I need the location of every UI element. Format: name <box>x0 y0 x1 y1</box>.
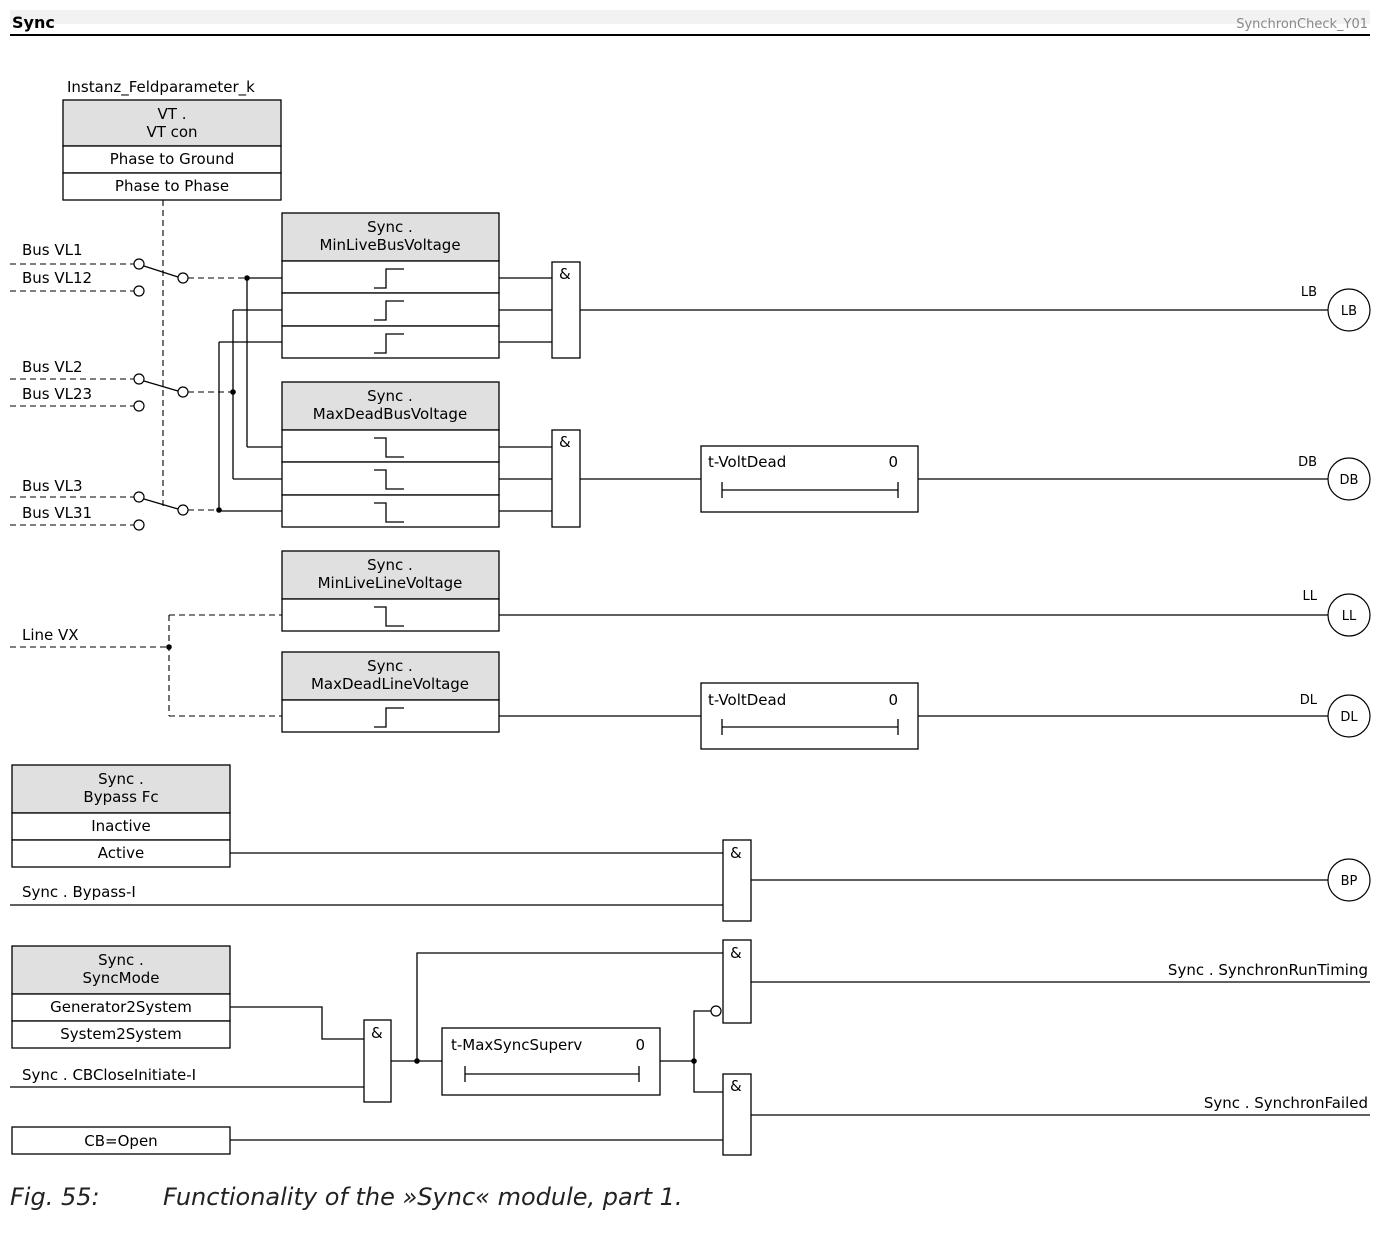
maxdeadbus-block: Sync . MaxDeadBusVoltage <box>281 381 500 528</box>
output-synchron-failed: Sync . SynchronFailed <box>1204 1094 1368 1112</box>
rising-threshold-icon <box>374 300 404 321</box>
vt-option-phase-phase: Phase to Phase <box>115 177 229 195</box>
minliveline-block: Sync . MinLiveLineVoltage <box>281 550 500 632</box>
output-dl: DL <box>1327 694 1371 738</box>
vt-option-phase-ground: Phase to Ground <box>110 150 235 168</box>
cb-open-block: CB=Open <box>11 1126 231 1155</box>
switch-2 <box>10 373 233 412</box>
falling-threshold-icon <box>374 469 404 490</box>
input-line-vx: Line VX <box>22 626 79 644</box>
vt-instance-label: Instanz_Feldparameter_k <box>67 78 255 97</box>
minliveline-title-2: MinLiveLineVoltage <box>318 574 463 592</box>
switch-1 <box>10 258 247 297</box>
falling-threshold-icon <box>374 502 404 523</box>
minlivebus-title-1: Sync . <box>367 218 413 236</box>
input-bus-vl2: Bus VL2 <box>22 358 83 376</box>
and-gate-bp: & <box>722 839 752 922</box>
syncmode-block: Sync . SyncMode Generator2System System2… <box>11 945 231 1049</box>
bus-voltage-wires <box>216 275 282 513</box>
output-bp: BP <box>1327 858 1371 902</box>
svg-text:t-VoltDead: t-VoltDead <box>708 453 786 471</box>
svg-text:0: 0 <box>635 1036 645 1054</box>
and-gate-lb: & <box>551 261 581 359</box>
svg-text:CB=Open: CB=Open <box>84 1132 157 1150</box>
vt-title-1: VT . <box>158 105 187 123</box>
svg-text:LL: LL <box>1342 609 1357 624</box>
minlivebus-title-2: MinLiveBusVoltage <box>319 236 460 254</box>
syncmode-title-2: SyncMode <box>82 969 159 987</box>
svg-text:0: 0 <box>888 691 898 709</box>
bypass-title-2: Bypass Fc <box>83 788 158 806</box>
figure-number: Fig. 55: <box>10 1183 100 1211</box>
header-code: SynchronCheck_Y01 <box>1236 17 1368 32</box>
syncmode-option-gen2sys: Generator2System <box>50 998 192 1016</box>
input-bus-vl31: Bus VL31 <box>22 504 92 522</box>
and-gate-runtiming: & <box>722 939 752 1024</box>
svg-text:0: 0 <box>888 453 898 471</box>
rising-threshold-icon <box>374 333 404 354</box>
syncmode-option-sys2sys: System2System <box>60 1025 181 1043</box>
rising-threshold-icon <box>374 268 404 289</box>
input-bus-vl1: Bus VL1 <box>22 241 83 259</box>
maxdeadline-block: Sync . MaxDeadLineVoltage <box>281 651 500 733</box>
output-synchron-run-timing: Sync . SynchronRunTiming <box>1168 961 1368 979</box>
vt-con-block: VT . VT con Phase to Ground Phase to Pha… <box>62 99 282 201</box>
maxdeadbus-title-2: MaxDeadBusVoltage <box>313 405 467 423</box>
rising-threshold-icon <box>374 707 404 728</box>
output-lb: LB <box>1327 288 1371 332</box>
input-bus-vl12: Bus VL12 <box>22 269 92 287</box>
svg-text:&: & <box>559 433 571 451</box>
output-ll: LL <box>1327 593 1371 637</box>
maxdeadbus-title-1: Sync . <box>367 387 413 405</box>
svg-text:&: & <box>730 844 742 862</box>
header-title: Sync <box>12 13 55 32</box>
and-gate-syncmode: & <box>363 1019 392 1103</box>
and-gate-failed: & <box>722 1073 752 1156</box>
input-cbclose-initiate: Sync . CBCloseInitiate-I <box>22 1066 196 1084</box>
input-bus-vl3: Bus VL3 <box>22 477 83 495</box>
timer-voltdead-dl: t-VoltDead 0 <box>700 682 919 750</box>
bypass-fc-block: Sync . Bypass Fc Inactive Active <box>11 764 231 868</box>
timer-voltdead-db: t-VoltDead 0 <box>700 445 919 513</box>
input-bus-vl23: Bus VL23 <box>22 385 92 403</box>
switch-3 <box>10 491 219 531</box>
bypass-option-inactive: Inactive <box>91 817 151 835</box>
figure-caption: Functionality of the »Sync« module, part… <box>163 1183 683 1211</box>
svg-text:BP: BP <box>1341 874 1358 889</box>
timer-maxsyncsuperv: t-MaxSyncSuperv 0 <box>441 1027 661 1096</box>
input-bypass-i: Sync . Bypass-I <box>22 883 136 901</box>
syncmode-title-1: Sync . <box>98 951 144 969</box>
and-gate-db: & <box>551 429 581 528</box>
svg-text:&: & <box>730 944 742 962</box>
svg-text:&: & <box>730 1077 742 1095</box>
svg-text:LB: LB <box>1341 304 1357 319</box>
svg-text:&: & <box>371 1024 383 1042</box>
minliveline-title-1: Sync . <box>367 556 413 574</box>
maxdeadline-title-1: Sync . <box>367 657 413 675</box>
maxdeadline-title-2: MaxDeadLineVoltage <box>311 675 469 693</box>
output-ll-label: LL <box>1303 589 1318 604</box>
vt-title-2: VT con <box>146 123 197 141</box>
bypass-title-1: Sync . <box>98 770 144 788</box>
minlivebus-block: Sync . MinLiveBusVoltage <box>281 212 500 359</box>
output-dl-label: DL <box>1300 693 1318 708</box>
svg-text:DB: DB <box>1340 473 1359 488</box>
output-db-label: DB <box>1298 455 1317 470</box>
falling-threshold-icon <box>374 606 404 627</box>
svg-text:DL: DL <box>1340 710 1358 725</box>
output-db: DB <box>1327 457 1371 501</box>
svg-text:t-MaxSyncSuperv: t-MaxSyncSuperv <box>451 1036 582 1054</box>
svg-text:t-VoltDead: t-VoltDead <box>708 691 786 709</box>
inverter-circle <box>710 1005 722 1017</box>
header-bar <box>10 10 1370 24</box>
falling-threshold-icon <box>374 437 404 458</box>
svg-text:&: & <box>559 265 571 283</box>
bypass-option-active: Active <box>98 844 144 862</box>
output-lb-label: LB <box>1301 285 1317 300</box>
